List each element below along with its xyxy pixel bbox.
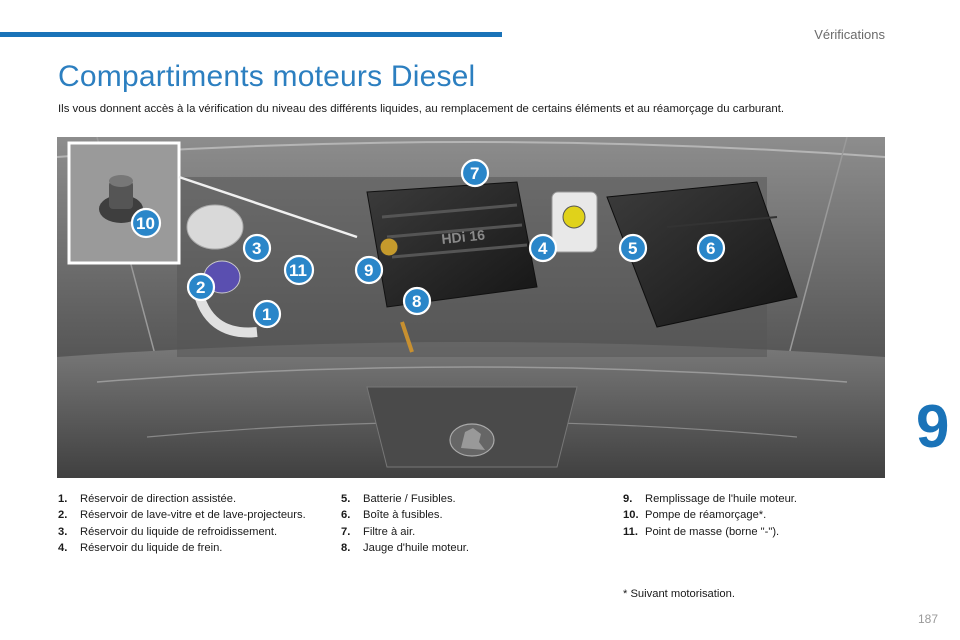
page-title: Compartiments moteurs Diesel [58,60,476,93]
callout-5: 5 [618,233,648,263]
legend-item: 1.Réservoir de direction assistée. [58,493,237,505]
callout-9: 9 [354,255,384,285]
legend-item: 7.Filtre à air. [341,525,416,538]
chapter-number: 9 [916,393,950,460]
svg-text:5: 5 [628,239,637,258]
legend-item: 10.Pompe de réamorçage*. [623,509,767,522]
legend-item: 11.Point de masse (borne "-"). [623,525,780,538]
svg-text:4: 4 [538,239,548,258]
legend-column-3: 9.Remplissage de l'huile moteur. 10.Pomp… [623,491,863,540]
priming-pump-inset [99,175,143,223]
callout-8: 8 [402,286,432,316]
svg-text:9: 9 [364,261,373,280]
legend-item: 2.Réservoir de lave-vitre et de lave-pro… [58,509,306,522]
page-number: 187 [917,612,938,626]
legend-column-2: 5.Batterie / Fusibles. 6.Boîte à fusible… [341,491,581,557]
engine-cover-label: HDi 16 [441,226,486,246]
callout-2: 2 [186,272,216,302]
svg-text:8: 8 [412,292,421,311]
legend-item: 8.Jauge d'huile moteur. [341,542,470,555]
svg-text:11: 11 [289,261,307,280]
callout-11: 11 [283,254,315,286]
legend-column-1: 1.Réservoir de direction assistée. 2.Rés… [58,491,318,557]
svg-text:2: 2 [196,278,205,297]
callout-7: 7 [460,158,490,188]
engine-illustration: HDi 16 1 2 3 4 5 6 7 8 9 10 11 [57,137,885,478]
intro-text: Ils vous donnent accès à la vérification… [58,103,785,115]
legend-item: 4.Réservoir du liquide de frein. [58,542,223,555]
svg-text:10: 10 [136,214,155,233]
svg-text:7: 7 [470,164,479,183]
legend-item: 3.Réservoir du liquide de refroidissemen… [58,525,278,538]
legend-item: 6.Boîte à fusibles. [341,509,443,522]
legend-item: 9.Remplissage de l'huile moteur. [623,493,798,505]
svg-text:1: 1 [262,305,271,324]
legend-item: 5.Batterie / Fusibles. [341,493,456,505]
callout-3: 3 [242,233,272,263]
svg-text:6: 6 [706,239,715,258]
callout-10: 10 [130,207,162,239]
brand-emblem [449,423,495,457]
callout-1: 1 [252,299,282,329]
callout-6: 6 [696,233,726,263]
footnote: * Suivant motorisation. [623,588,735,600]
svg-text:3: 3 [252,239,261,258]
callout-4: 4 [528,233,558,263]
header-accent-bar [0,32,502,37]
section-label: Vérifications [814,27,885,42]
